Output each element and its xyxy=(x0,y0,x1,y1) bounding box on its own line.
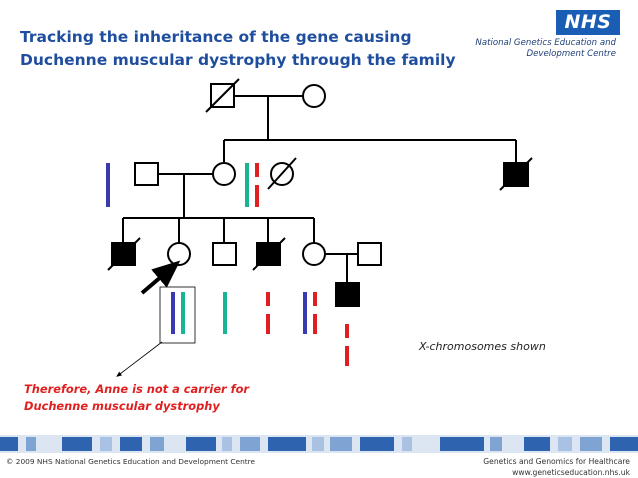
sister-x-chromosome-paternal xyxy=(303,292,307,334)
mother-x-mutation-band xyxy=(255,177,259,185)
conclusion-line-1: Therefore, Anne is not a carrier for xyxy=(24,382,250,396)
brother-3-deceased-slash xyxy=(252,237,286,271)
sister-circle xyxy=(302,242,326,266)
nephew-x-mutation-band xyxy=(345,338,349,346)
mother-circle xyxy=(212,162,236,186)
brother-2-x-chromosome xyxy=(223,292,227,334)
brother-3-x-mutation-band xyxy=(266,306,270,314)
x-chromosomes-note: X-chromosomes shown xyxy=(419,340,546,353)
mother-x-chromosome-normal xyxy=(245,163,249,207)
footer-right-line-1: Genetics and Genomics for Healthcare xyxy=(483,457,630,466)
brother-1-deceased-slash xyxy=(107,237,141,271)
footer-decorative-bar xyxy=(0,435,638,453)
sister-x-mutation-band xyxy=(313,306,317,314)
anne-x-chromosome-paternal xyxy=(171,292,175,334)
anne-chromosome-highlight-box xyxy=(159,286,196,344)
organization-line-2: Development Centre xyxy=(526,49,616,59)
anne-circle xyxy=(167,242,191,266)
aunt-deceased-slash xyxy=(267,157,297,190)
grandmother-circle xyxy=(302,84,326,108)
anne-x-chromosome-maternal xyxy=(181,292,185,334)
organization-line-1: National Genetics Education and xyxy=(475,38,616,48)
conclusion-text: Therefore, Anne is not a carrier for Duc… xyxy=(24,381,249,415)
proband-arrow xyxy=(140,260,181,295)
brother-2-square xyxy=(212,242,237,266)
footer-website: www.geneticseducation.nhs.uk xyxy=(512,468,630,477)
footer-copyright: © 2009 NHS National Genetics Education a… xyxy=(6,457,256,466)
uncle-deceased-slash xyxy=(499,157,533,191)
brother-in-law-square xyxy=(357,242,382,266)
nhs-logo: NHS xyxy=(556,10,620,35)
father-x-chromosome xyxy=(106,163,110,207)
organization-name: National Genetics Education and Developm… xyxy=(446,38,616,60)
conclusion-line-2: Duchenne muscular dystrophy xyxy=(24,399,220,413)
father-square xyxy=(134,162,159,186)
nephew-square-affected xyxy=(335,282,360,307)
grandfather-deceased-slash xyxy=(205,78,240,113)
footer-credit: Genetics and Genomics for Healthcare www… xyxy=(483,456,630,478)
conclusion-pointer-arrow xyxy=(116,341,163,377)
page-title: Tracking the inheritance of the gene cau… xyxy=(20,28,456,69)
